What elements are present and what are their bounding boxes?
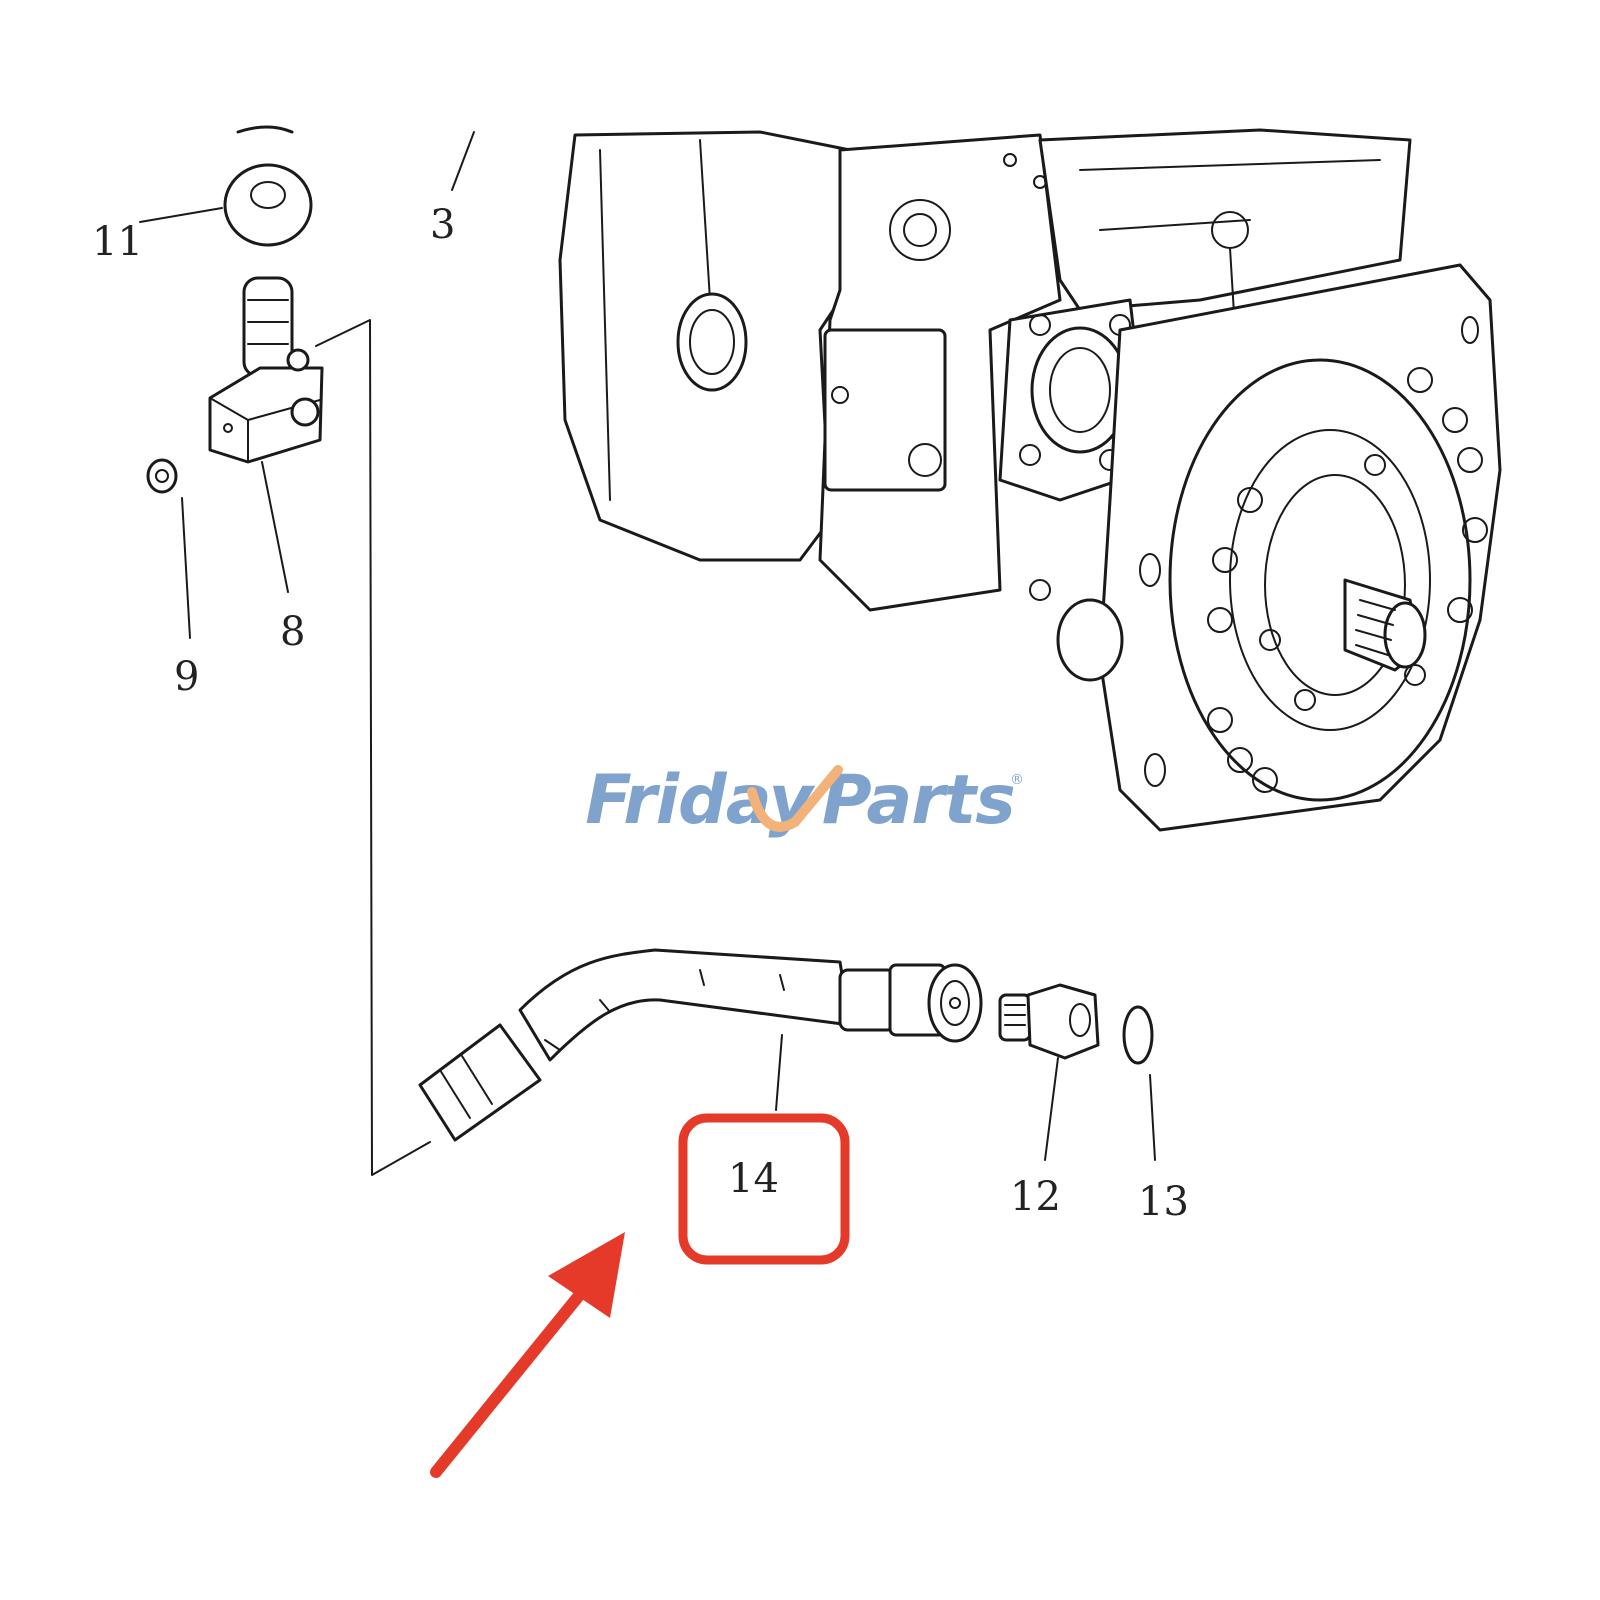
- part-13-oring-illustration: [1122, 1005, 1154, 1065]
- part-12-fitting-illustration: [998, 983, 1100, 1060]
- callout-14: 14: [728, 1156, 779, 1202]
- watermark-check-mark: [747, 765, 843, 832]
- leader-lines: [139, 131, 1156, 1176]
- callout-12: 12: [1010, 1174, 1061, 1220]
- part-11-nut-illustration: [223, 125, 313, 247]
- part-14-hose-illustration: [418, 948, 983, 1142]
- part-8-block-illustration: [208, 276, 324, 464]
- callout-3: 3: [430, 202, 455, 248]
- hydraulic-pump-illustration: [558, 128, 1502, 832]
- callout-8: 8: [280, 609, 305, 655]
- part-9-nut-illustration: [146, 458, 178, 494]
- callout-13: 13: [1138, 1179, 1189, 1225]
- watermark-registered-mark: ®: [1010, 772, 1024, 788]
- watermark-brand-right: Parts: [822, 761, 1015, 840]
- highlight-box: [678, 1113, 850, 1265]
- callout-11: 11: [92, 219, 143, 265]
- callout-9: 9: [174, 654, 199, 700]
- highlight-arrow: [430, 1232, 625, 1478]
